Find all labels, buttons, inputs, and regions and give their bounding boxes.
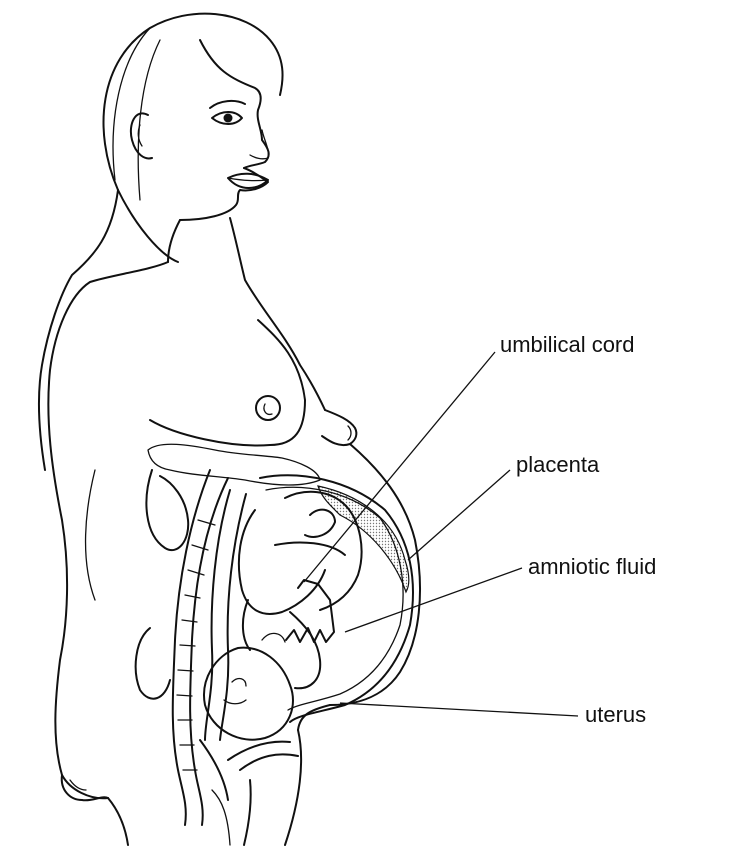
fetus-head [204, 648, 293, 740]
labels: umbilical cord placenta amniotic fluid u… [500, 332, 656, 727]
leader-placenta [408, 470, 510, 560]
hair-outline [39, 14, 283, 470]
leader-lines [304, 352, 578, 716]
label-placenta: placenta [516, 452, 600, 477]
pelvis [200, 740, 298, 845]
abdominal-organs [136, 444, 320, 825]
torso-outline [48, 218, 325, 845]
label-umbilical-cord: umbilical cord [500, 332, 635, 357]
label-uterus: uterus [585, 702, 646, 727]
hand [62, 775, 108, 800]
umbilical-cord-shape [286, 580, 334, 642]
leader-amniotic-fluid [345, 568, 522, 632]
breast-outline [150, 320, 356, 445]
ear [131, 113, 152, 158]
colon-segments [177, 520, 215, 770]
face-outline [131, 40, 269, 262]
leader-uterus [340, 703, 578, 716]
placenta-region [318, 486, 409, 592]
label-amniotic-fluid: amniotic fluid [528, 554, 656, 579]
